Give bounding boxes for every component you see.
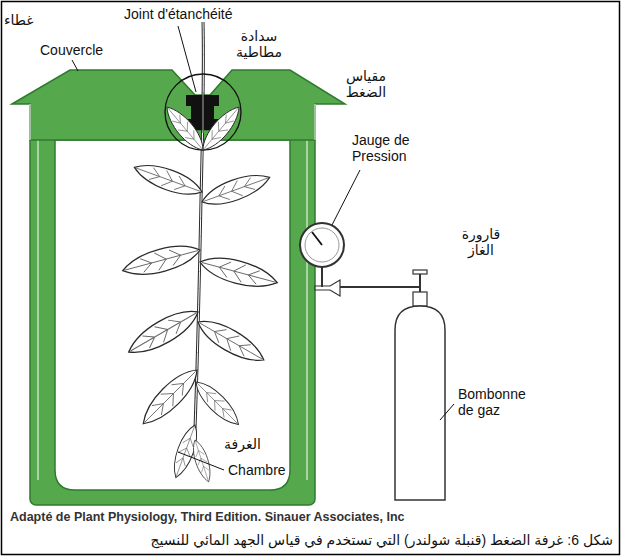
leaf: [190, 376, 244, 430]
valve-knob: [413, 270, 427, 274]
gas-inlet: [315, 280, 340, 296]
part-label: Joint d'étanchéité: [124, 6, 274, 22]
arabic-part-label: مقياس الضغط: [335, 68, 397, 100]
arabic-part-label: غطاء: [4, 12, 56, 28]
chamber-body: [30, 100, 315, 505]
wall-line: [307, 140, 308, 480]
gas-pipe: [340, 286, 420, 288]
part-label: Jauge de Pression: [352, 132, 428, 164]
leader-line: [178, 452, 224, 470]
leaf: [193, 313, 270, 370]
arabic-part-label: قارورة الغاز: [450, 226, 512, 258]
leaf: [197, 102, 245, 155]
leaf: [199, 168, 274, 212]
figure-caption: شكل 6: غرفة الضغط (قنبلة شولندر) التي تس…: [8, 532, 613, 548]
thread-line: [315, 104, 316, 140]
leaf: [123, 302, 204, 361]
arabic-part-label: سدادة مطاطية: [228, 28, 290, 60]
source-credit: Adapté de Plant Physiology, Third Editio…: [10, 510, 610, 524]
leaf: [136, 362, 205, 431]
stem-in-seal: [202, 92, 204, 133]
leaf: [120, 239, 203, 281]
part-label: Bombonne de gaz: [458, 386, 538, 418]
gas-bottle: [395, 306, 445, 500]
leader-line: [332, 170, 360, 225]
leaves: [120, 102, 280, 484]
arabic-part-label: الغرفة: [224, 436, 284, 452]
chamber-interior: [55, 140, 290, 490]
leader-line: [72, 60, 78, 71]
thread-line: [30, 104, 31, 140]
leaf: [161, 102, 209, 155]
gauge-pipe: [321, 267, 323, 287]
bottle-neck: [413, 292, 427, 306]
leaf: [131, 158, 206, 202]
part-label: Couvercle: [40, 42, 140, 58]
leader-line: [440, 404, 454, 420]
gauge-needle: [312, 232, 322, 245]
part-label: Chambre: [228, 462, 292, 478]
leader-line: [178, 26, 196, 92]
pressure-gauge: [300, 223, 344, 267]
wall-line: [38, 140, 39, 480]
leaf: [197, 251, 280, 293]
gauge-dial: [305, 228, 339, 262]
